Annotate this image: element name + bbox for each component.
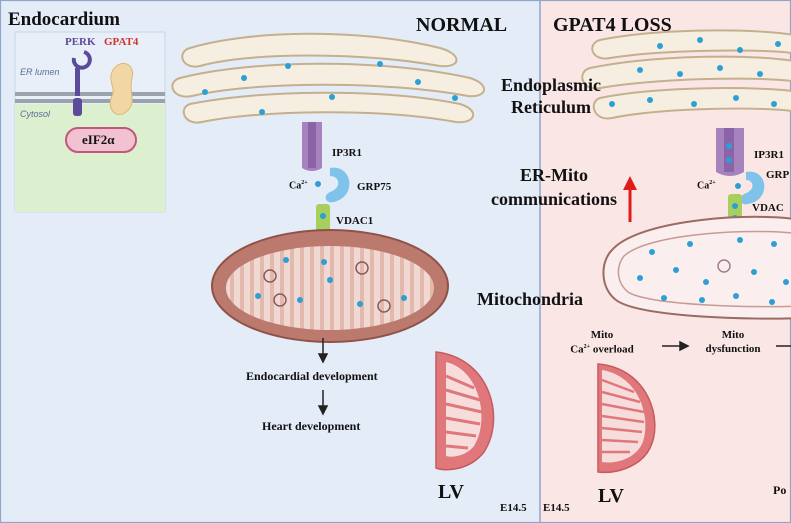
vdac1-loss-label: VDAC (752, 202, 784, 214)
inset-box (14, 31, 166, 213)
step-heart-development: Heart development (262, 419, 361, 433)
inset-title: Endocardium (8, 9, 120, 30)
eif2a-alpha: α (107, 132, 115, 147)
grp75-icon (325, 167, 350, 203)
grp75-label: GRP75 (357, 181, 392, 193)
normal-title: NORMAL (416, 14, 508, 36)
step-endocardial-development: Endocardial development (246, 369, 378, 383)
cytosol-label: Cytosol (20, 109, 51, 119)
mito-loss (602, 215, 791, 320)
mito-dysfunction-label: Mito dysfunction (705, 329, 761, 355)
lv-normal-label: LV (438, 481, 464, 503)
eif2a-pill (65, 127, 137, 153)
er-lumen-label: ER lumen (20, 67, 60, 77)
ip3r1-loss-label: IP3R1 (754, 149, 784, 161)
ca-label: Ca2+ (289, 180, 308, 192)
gpat4-label: GPAT4 (104, 36, 139, 48)
grp75-loss-label: GRP (766, 169, 790, 181)
lv-loss (597, 363, 656, 474)
vdac1-label: VDAC1 (336, 215, 374, 227)
ip3r1-label: IP3R1 (332, 147, 362, 159)
perk-label: PERK (65, 36, 96, 48)
loss-title: GPAT4 LOSS (553, 14, 672, 36)
grp75-loss-icon (740, 171, 765, 205)
stage-normal: E14.5 (500, 502, 527, 514)
er-mito-communications-label: ER-Mito communications (491, 165, 617, 209)
lv-normal (435, 351, 495, 471)
arrows-loss (662, 340, 791, 352)
arrows-normal (317, 338, 329, 416)
edge-text: Po (773, 483, 787, 497)
er-label: Endoplasmic Reticulum (500, 75, 602, 117)
mito-ca-overload-label: Mito Ca2+ overload (570, 329, 634, 356)
eif2a-label: eIF2α (82, 132, 115, 147)
lv-loss-label: LV (598, 485, 624, 507)
ca-loss-label: Ca2+ (697, 180, 716, 192)
stage-loss: E14.5 (543, 502, 570, 514)
er-loss (581, 29, 791, 120)
gpat4-icon (109, 63, 134, 116)
er-normal (171, 32, 485, 124)
perk-icon (71, 50, 92, 116)
mito-normal (211, 229, 449, 343)
increase-arrow (623, 176, 637, 222)
mitochondria-label: Mitochondria (477, 289, 583, 309)
